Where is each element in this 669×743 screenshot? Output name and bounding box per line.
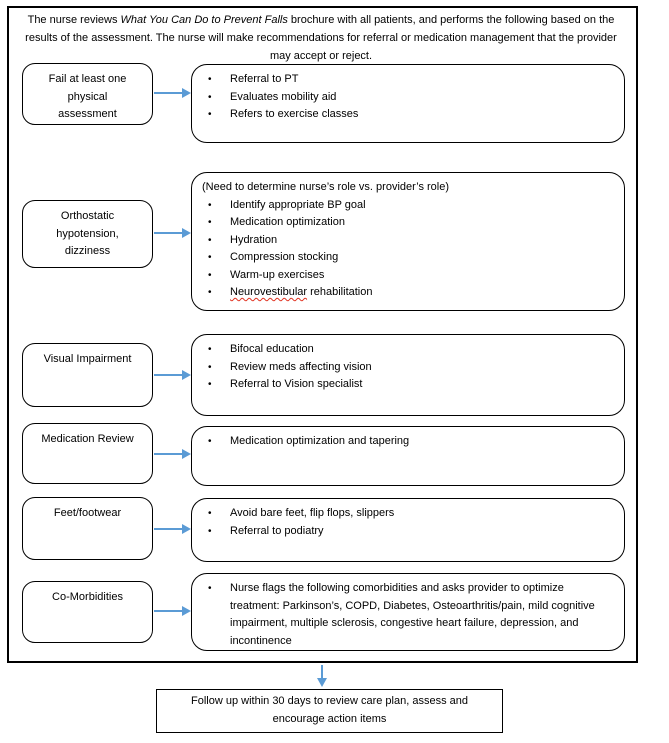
condition-box-visual-impairment: Visual Impairment bbox=[22, 343, 153, 407]
action-text: Nurse flags the following comorbidities … bbox=[230, 582, 595, 647]
action-text: Identify appropriate BP goal bbox=[230, 198, 366, 211]
intro-text-before: The nurse reviews bbox=[27, 14, 121, 26]
action-text: Warm-up exercises bbox=[230, 268, 325, 281]
action-item: • Identify appropriate BP goal bbox=[202, 197, 612, 215]
condition-box-medication-review: Medication Review bbox=[22, 423, 153, 484]
actions-list: • Avoid bare feet, flip flops, slippers •… bbox=[202, 505, 612, 540]
arrow-right-icon bbox=[154, 524, 191, 534]
bullet-icon: • bbox=[208, 234, 212, 246]
actions-box-orthostatic-hypotension: (Need to determine nurse’s role vs. prov… bbox=[191, 172, 625, 311]
bullet-icon: • bbox=[208, 344, 212, 355]
actions-box-co-morbidities: • Nurse flags the following comorbidities… bbox=[191, 573, 625, 651]
bullet-icon: • bbox=[208, 508, 212, 519]
actions-box-feet-footwear: • Avoid bare feet, flip flops, slippers •… bbox=[191, 498, 625, 562]
bullet-icon: • bbox=[208, 74, 212, 85]
action-text: Referral to PT bbox=[230, 73, 299, 85]
actions-list: • Identify appropriate BP goal • Medicatio… bbox=[202, 197, 612, 302]
condition-box-feet-footwear: Feet/footwear bbox=[22, 497, 153, 560]
action-item: • Review meds affecting vision bbox=[202, 359, 612, 377]
actions-box-medication-review: • Medication optimization and tapering bbox=[191, 426, 625, 486]
condition-box-physical-assessment: Fail at least one physical assessment bbox=[22, 63, 153, 125]
action-text: rehabilitation bbox=[307, 286, 373, 298]
bullet-icon: • bbox=[208, 217, 212, 228]
condition-box-orthostatic-hypotension: Orthostatic hypotension, dizziness bbox=[22, 200, 153, 268]
arrow-right-icon bbox=[154, 228, 191, 238]
brochure-title: What You Can Do to Prevent Falls bbox=[120, 14, 288, 26]
bullet-icon: • bbox=[208, 379, 212, 390]
bullet-icon: • bbox=[208, 91, 212, 103]
bullet-icon: • bbox=[208, 525, 212, 537]
actions-list: • Nurse flags the following comorbidities… bbox=[202, 580, 612, 650]
action-item: • Referral to Vision specialist bbox=[202, 376, 612, 394]
bullet-icon: • bbox=[208, 361, 212, 373]
action-item: • Medication optimization and tapering bbox=[202, 433, 612, 451]
bullet-icon: • bbox=[208, 583, 212, 594]
action-text: Avoid bare feet, flip flops, slippers bbox=[230, 507, 395, 519]
action-text: Referral to podiatry bbox=[230, 524, 324, 537]
action-item: • Evaluates mobility aid bbox=[202, 89, 612, 107]
action-text: Medication optimization and tapering bbox=[230, 435, 410, 447]
actions-box-physical-assessment: •Referral to PT •Evaluates mobility aid … bbox=[191, 64, 625, 143]
action-text: Evaluates mobility aid bbox=[230, 90, 337, 103]
arrow-right-icon bbox=[154, 449, 191, 459]
actions-box-visual-impairment: • Bifocal education • Review meds affectin… bbox=[191, 334, 625, 416]
action-item: • Medication optimization bbox=[202, 214, 612, 232]
arrow-right-icon bbox=[154, 606, 191, 616]
bullet-icon: • bbox=[208, 269, 212, 281]
condition-label: Visual Impairment bbox=[43, 353, 132, 365]
followup-box: Follow up within 30 days to review care … bbox=[156, 689, 503, 733]
action-text: Refers to exercise classes bbox=[230, 108, 359, 120]
action-item: • Compression stocking bbox=[202, 249, 612, 267]
condition-box-co-morbidities: Co-Morbidities bbox=[22, 581, 153, 643]
action-text: Medication optimization bbox=[230, 216, 345, 228]
role-note: (Need to determine nurse’s role vs. prov… bbox=[202, 181, 450, 193]
arrow-right-icon bbox=[154, 88, 191, 98]
action-item: • Hydration bbox=[202, 232, 612, 250]
action-text: Hydration bbox=[230, 233, 278, 246]
followup-text: Follow up within 30 days to review care … bbox=[191, 695, 468, 725]
arrow-down-icon bbox=[317, 665, 327, 687]
actions-list: •Referral to PT •Evaluates mobility aid … bbox=[202, 71, 612, 124]
condition-label: Fail at least one physical assessment bbox=[48, 73, 127, 120]
action-item: • Avoid bare feet, flip flops, slippers bbox=[202, 505, 612, 523]
action-item: • Bifocal education bbox=[202, 341, 612, 359]
condition-label: Orthostatic hypotension, dizziness bbox=[56, 210, 119, 257]
action-item: • Warm-up exercises bbox=[202, 267, 612, 285]
arrow-right-icon bbox=[154, 370, 191, 380]
intro-paragraph: The nurse reviews What You Can Do to Pre… bbox=[21, 11, 621, 65]
intro-text-after: brochure with all patients, and performs… bbox=[25, 14, 617, 62]
actions-list: • Medication optimization and tapering bbox=[202, 433, 612, 451]
bullet-icon: • bbox=[208, 436, 212, 447]
misspelled-word: Neurovestibular bbox=[230, 286, 308, 298]
bullet-icon: • bbox=[208, 199, 212, 211]
condition-label: Co-Morbidities bbox=[52, 591, 123, 603]
bullet-icon: • bbox=[208, 109, 212, 120]
action-item: • Nurse flags the following comorbidities… bbox=[202, 580, 612, 650]
action-text: Referral to Vision specialist bbox=[230, 378, 363, 390]
action-text: Compression stocking bbox=[230, 251, 339, 263]
actions-list: • Bifocal education • Review meds affectin… bbox=[202, 341, 612, 394]
bullet-icon: • bbox=[208, 287, 212, 298]
action-item-misspelled: • Neurovestibular rehabilitation bbox=[202, 284, 612, 302]
action-item: • Referral to PT bbox=[202, 71, 612, 89]
condition-label: Feet/footwear bbox=[53, 507, 122, 519]
bullet-icon: • bbox=[208, 252, 212, 263]
action-text: Bifocal education bbox=[230, 343, 314, 355]
action-item: • Refers to exercise classes bbox=[202, 106, 612, 124]
condition-label: Medication Review bbox=[41, 433, 134, 445]
action-text: Review meds affecting vision bbox=[230, 360, 372, 373]
action-item: • Referral to podiatry bbox=[202, 523, 612, 541]
